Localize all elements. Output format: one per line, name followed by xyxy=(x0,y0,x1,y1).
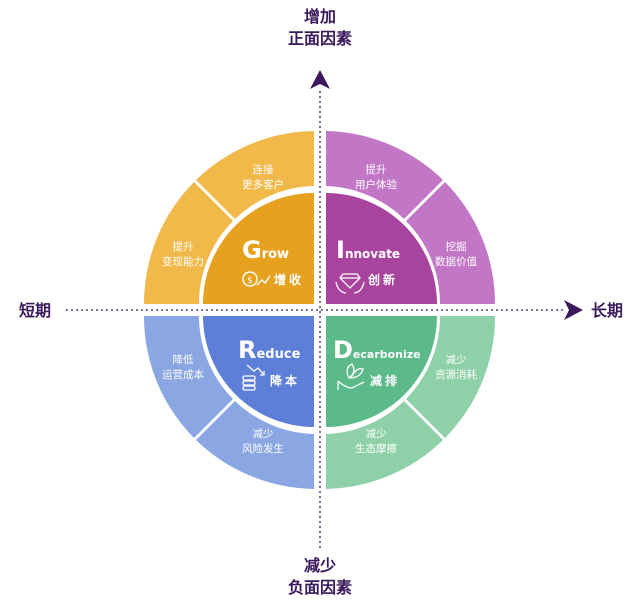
innovate-seg1-line2: 用户体验 xyxy=(355,178,397,191)
grow-seg1-line1: 提升 xyxy=(173,241,194,253)
grow-rest: row xyxy=(262,247,289,262)
bottom-label-line1: 减少 xyxy=(303,556,336,575)
right-axis-label: 长期 xyxy=(590,301,623,320)
innovate-seg2-line2: 数据价值 xyxy=(435,255,477,268)
decarbonize-title: Decarbonize xyxy=(333,336,421,364)
grow-title: Grow xyxy=(242,236,289,264)
reduce-seg1-line2: 运营成本 xyxy=(162,368,204,381)
reduce-cn-label: 降本 xyxy=(270,373,300,388)
axes xyxy=(66,88,566,548)
innovate-segment-experience xyxy=(326,131,443,219)
decarbonize-cn-label: 减排 xyxy=(370,373,400,388)
reduce-title: Reduce xyxy=(238,336,301,364)
innovate-rest: nnovate xyxy=(345,247,400,261)
decarbonize-quadrant: 减少 资源消耗 减少 生态摩擦 Decarbonize 减排 xyxy=(326,316,496,489)
decarbonize-seg1-line1: 减少 xyxy=(446,354,467,366)
decarbonize-seg2-line1: 减少 xyxy=(366,428,387,440)
decarbonize-segment-ecology xyxy=(326,401,443,489)
innovate-inner-sector xyxy=(326,193,437,304)
innovate-segment-data xyxy=(406,182,496,304)
coins-down-icon xyxy=(242,364,265,391)
decarbonize-rest: ecarbonize xyxy=(353,348,421,361)
dollar-growth-icon: $ xyxy=(242,271,271,287)
grow-segment-monetize xyxy=(143,182,233,304)
innovate-seg2-line1: 挖掘 xyxy=(446,240,467,253)
decarbonize-initial: D xyxy=(333,336,353,364)
top-axis-label: 增加 正面因素 xyxy=(270,6,370,50)
decarbonize-seg2-line2: 生态摩擦 xyxy=(355,442,397,455)
reduce-seg2-line1: 减少 xyxy=(253,428,274,440)
left-axis-label: 短期 xyxy=(18,301,51,320)
grow-cn-label: 增收 xyxy=(274,272,304,287)
reduce-segment-cost xyxy=(143,316,233,438)
reduce-seg2-line2: 风险发生 xyxy=(242,442,284,455)
reduce-seg1-line1: 降低 xyxy=(173,353,194,366)
innovate-quadrant: 提升 用户体验 挖掘 数据价值 Innovate 创新 xyxy=(326,131,496,304)
grow-seg1-line2: 变现能力 xyxy=(162,255,204,268)
top-label-line2: 正面因素 xyxy=(287,29,352,48)
diamond-hands-icon xyxy=(335,273,365,294)
bottom-label-line2: 负面因素 xyxy=(287,578,352,597)
innovate-initial: I xyxy=(336,236,345,264)
reduce-segment-risk xyxy=(196,401,314,489)
innovate-cn-label: 创新 xyxy=(367,272,398,287)
grow-quadrant: 提升 变现能力 连接 更多客户 Grow $ 增收 xyxy=(143,131,314,304)
decarbonize-segment-resources xyxy=(406,316,496,438)
leaf-hand-icon xyxy=(337,363,365,390)
top-label-line1: 增加 xyxy=(303,7,336,26)
decarbonize-inner-sector xyxy=(326,316,437,427)
reduce-rest: educe xyxy=(256,347,300,362)
reduce-quadrant: 降低 运营成本 减少 风险发生 Reduce 降本 xyxy=(143,316,314,489)
right-arrow-head xyxy=(564,300,583,320)
grow-seg2-line2: 更多客户 xyxy=(242,178,284,191)
grow-inner-sector xyxy=(203,193,314,304)
up-arrow-head xyxy=(310,70,330,89)
grow-seg2-line1: 连接 xyxy=(253,163,274,176)
grow-initial: G xyxy=(242,236,262,264)
innovate-title: Innovate xyxy=(336,236,400,264)
grow-segment-connect xyxy=(196,131,314,219)
decarbonize-seg1-line2: 资源消耗 xyxy=(435,368,477,381)
svg-text:$: $ xyxy=(247,276,253,286)
bottom-axis-label: 减少 负面因素 xyxy=(270,555,370,599)
reduce-initial: R xyxy=(238,336,256,364)
reduce-inner-sector xyxy=(203,316,314,427)
innovate-seg1-line1: 提升 xyxy=(366,164,387,176)
